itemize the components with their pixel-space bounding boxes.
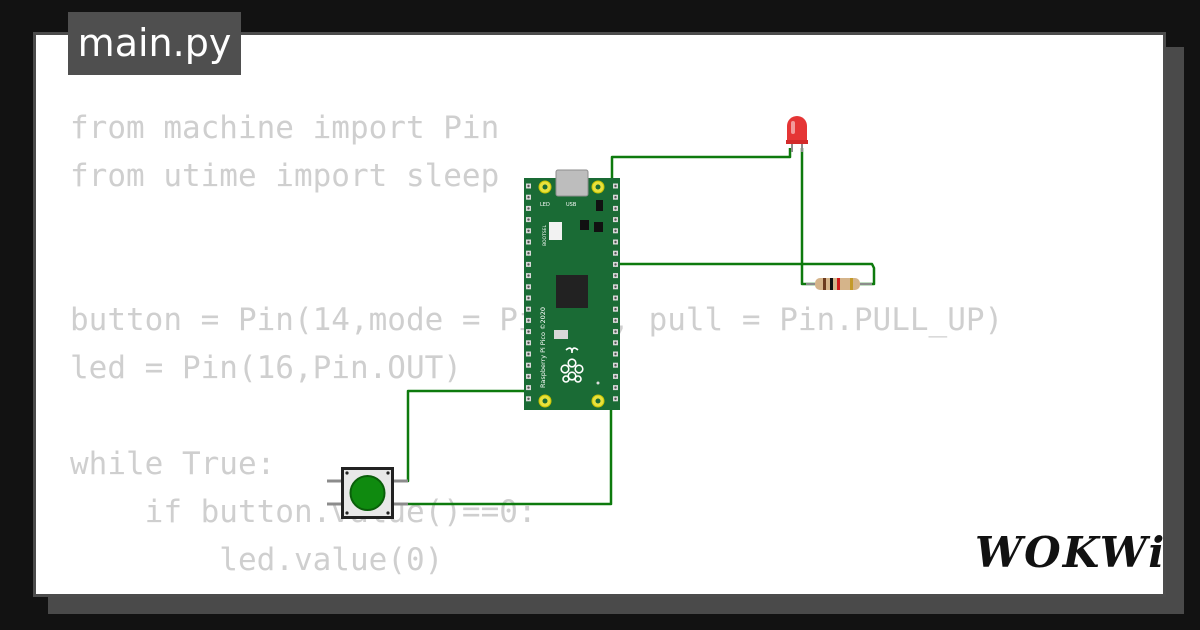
header-pin-hole: [527, 196, 530, 199]
header-pin-hole: [614, 218, 617, 221]
code-line: from utime import sleep: [70, 158, 500, 194]
header-pin-hole: [527, 296, 530, 300]
usb-port: [555, 169, 589, 197]
bootsel-button[interactable]: [549, 222, 562, 240]
header-pin-hole: [527, 341, 530, 344]
code-line: while True:: [70, 446, 276, 482]
header-pin-hole: [527, 386, 530, 389]
header-pin-hole: [527, 240, 530, 244]
header-pin-hole: [614, 308, 617, 311]
header-pin-hole: [614, 386, 617, 389]
smd-chip-1: [580, 220, 589, 230]
header-pin-hole: [527, 218, 530, 221]
header-pin-hole: [527, 397, 530, 400]
smd-chip-3: [594, 222, 603, 232]
resistor-band-3: [837, 278, 840, 290]
resistor-band-1: [823, 278, 826, 290]
header-pin-hole: [527, 207, 530, 210]
header-pin-hole: [614, 341, 617, 344]
wire-button-gnd: [398, 410, 613, 506]
led-label: LED: [540, 202, 550, 208]
header-pin-hole: [614, 240, 617, 244]
usb-label: USB: [566, 202, 577, 208]
header-pin-hole: [527, 274, 530, 277]
red-led[interactable]: [786, 116, 808, 152]
resistor-band-2: [830, 278, 833, 290]
header-pin-hole: [614, 252, 617, 255]
code-line: led.value(0): [70, 542, 444, 578]
flash-chip: [554, 330, 568, 339]
header-pin-hole: [527, 252, 530, 255]
code-line: print("LED ON"): [70, 584, 1003, 594]
header-pin-hole: [527, 364, 530, 367]
header-pin-hole: [614, 274, 617, 277]
header-pin-hole: [614, 330, 617, 333]
header-pin-hole: [614, 352, 617, 356]
code-line: button = Pin(14,mode = Pin.IN, pull = Pi…: [70, 302, 1004, 338]
code-line: led = Pin(16,Pin.OUT): [70, 350, 462, 386]
board-name: Raspberry Pi Pico ©2020: [539, 307, 547, 388]
header-pin-hole: [614, 397, 617, 400]
raspberry-logo-icon: [560, 347, 584, 383]
header-pin-hole: [614, 196, 617, 199]
header-pin-hole: [614, 375, 617, 378]
wire-gp14-button: [398, 389, 530, 483]
button-cap[interactable]: [349, 475, 386, 511]
header-pin-hole: [614, 319, 617, 322]
smd-chip-2: [596, 200, 603, 211]
header-pin-hole: [527, 352, 530, 356]
header-pin-hole: [614, 364, 617, 367]
header-pin-hole: [614, 229, 617, 232]
header-pin-hole: [527, 285, 530, 288]
header-pin-hole: [527, 308, 530, 311]
pico-board[interactable]: LED USB BOOTSEL Raspberry Pi Pico ©2020: [524, 169, 620, 410]
header-pin-hole: [614, 263, 617, 266]
pins-left: [526, 183, 531, 402]
header-pin-hole: [614, 184, 617, 188]
pushbutton[interactable]: [327, 467, 408, 519]
wires: [398, 148, 876, 506]
code-preview: from machine import Pin from utime import…: [70, 104, 1004, 594]
code-line: from machine import Pin: [70, 110, 500, 146]
header-pin-hole: [614, 296, 617, 300]
file-tab[interactable]: main.py: [68, 12, 241, 75]
header-pin-hole: [527, 330, 530, 333]
led-lens: [787, 116, 807, 140]
header-pin-hole: [527, 263, 530, 266]
wokwi-logo: WOKWi: [975, 528, 1167, 577]
header-pin-hole: [527, 229, 530, 232]
header-pin-hole: [527, 375, 530, 378]
resistor-band-4: [850, 278, 853, 290]
pins-right: [613, 183, 618, 402]
resistor[interactable]: [806, 278, 872, 290]
header-pin-hole: [527, 319, 530, 322]
rp2040-chip: [556, 275, 588, 308]
wire-gp16-led: [610, 148, 792, 178]
header-pin-hole: [614, 285, 617, 288]
header-pin-hole: [527, 184, 530, 188]
header-pin-hole: [614, 207, 617, 210]
bootsel-label: BOOTSEL: [542, 224, 548, 246]
